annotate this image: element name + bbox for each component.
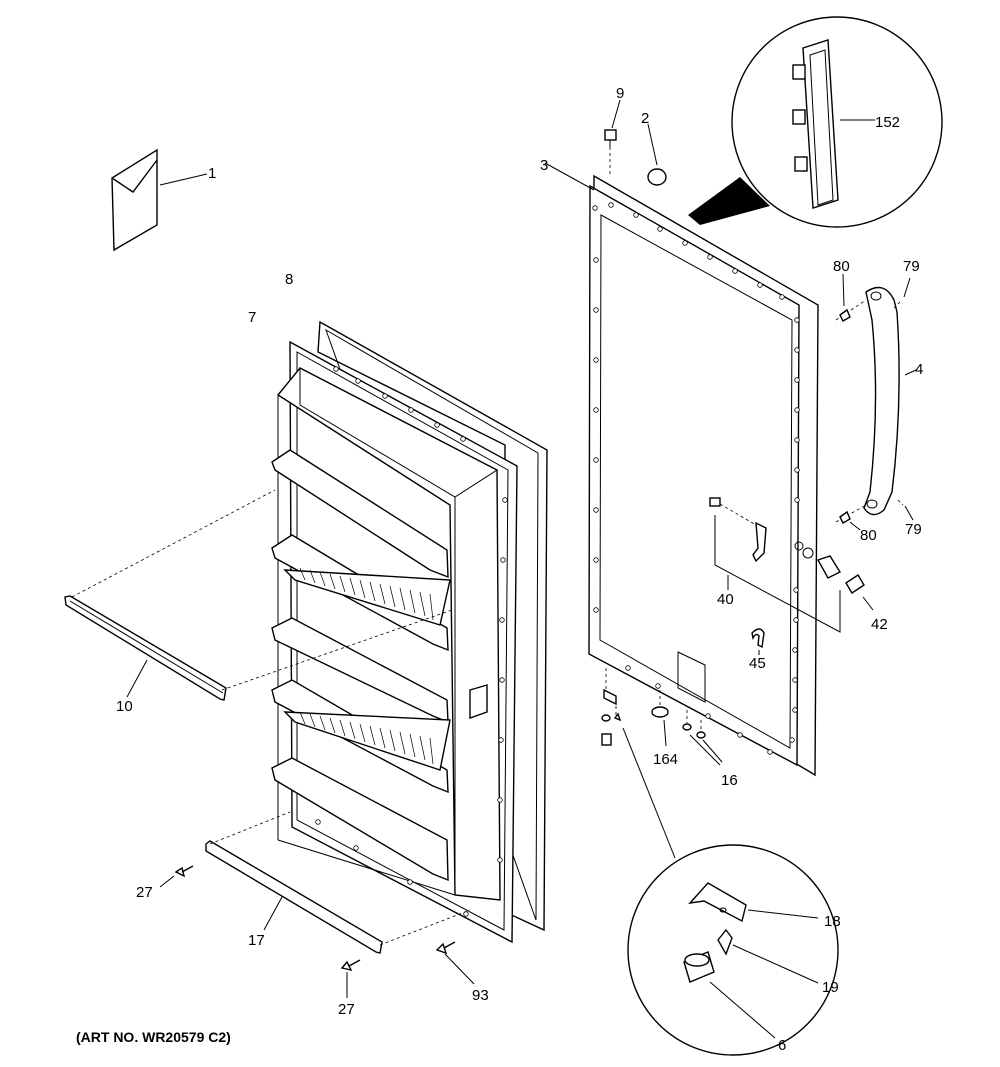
callout-16: 16 [721,772,738,789]
callout-80-lower: 80 [860,527,877,544]
callout-80-upper: 80 [833,258,850,275]
callout-27-upper: 27 [136,884,153,901]
hinge-small-parts [601,668,676,859]
callout-42: 42 [871,616,888,633]
plug-part-93 [435,941,475,985]
callout-7: 7 [248,309,256,326]
door-shelves [271,449,451,882]
callout-labels: 1 2 3 4 6 7 8 9 10 16 17 18 19 27 27 40 … [116,85,923,1054]
key-part-42 [845,574,874,611]
screw-part-16 [682,710,723,766]
outer-door-part-3 [544,162,819,777]
lock-assembly-part-40 [709,497,842,633]
push-pin-part-27 [159,865,361,998]
clip-part-45 [751,628,765,655]
art-number-caption: (ART NO. WR20579 C2) [76,1029,231,1045]
callout-3: 3 [540,157,548,174]
callout-93: 93 [472,987,489,1004]
leader-part-79 [893,277,914,521]
callout-79-upper: 79 [903,258,920,275]
screw-part-80 [839,273,861,531]
bottom-rail-part-17 [205,811,471,954]
callout-27-lower: 27 [338,1001,355,1018]
handle-part-4 [835,286,917,523]
callout-45: 45 [749,655,766,672]
callout-17: 17 [248,932,265,949]
part-1-literature [111,148,208,252]
callout-6: 6 [778,1037,786,1054]
callout-1: 1 [208,165,216,182]
callout-79-lower: 79 [905,521,922,538]
callout-19: 19 [822,979,839,996]
screw-part-9 [604,99,621,176]
callout-4: 4 [915,361,923,378]
callout-152: 152 [875,114,900,131]
detail-circle-hinge [627,844,839,1056]
callout-40: 40 [717,591,734,608]
callout-10: 10 [116,698,133,715]
plug-part-2 [647,123,667,186]
plug-part-164 [651,690,669,747]
shelf-rail-part-10 [64,489,453,701]
callout-164: 164 [653,751,678,768]
callout-8: 8 [285,271,293,288]
callout-2: 2 [641,110,649,127]
callout-9: 9 [616,85,624,102]
detail-circle-part-152 [688,16,943,228]
callout-18: 18 [824,913,841,930]
